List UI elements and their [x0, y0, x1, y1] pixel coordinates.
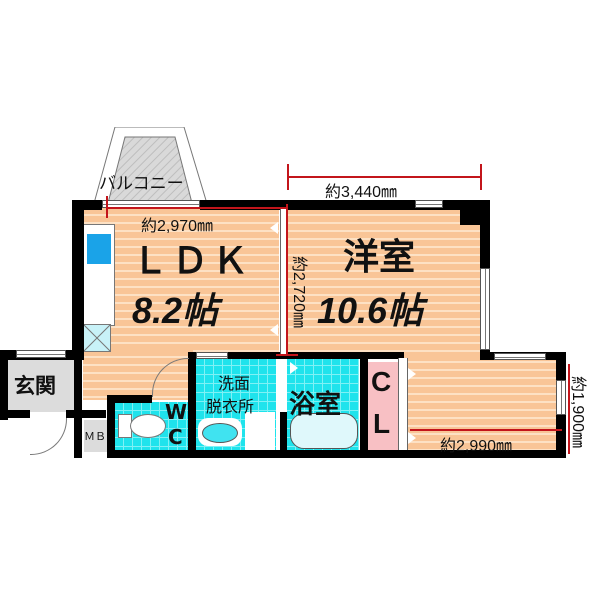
dim-tick: [276, 354, 298, 356]
wall: [72, 200, 102, 210]
bath-door-arrow[interactable]: [290, 362, 298, 374]
wash-basin-icon: [198, 418, 242, 446]
refrigerator-space: [83, 324, 111, 352]
wall: [72, 200, 84, 360]
closet-door-frame: [398, 358, 408, 450]
ldk-sliding-door-arrow[interactable]: [270, 222, 278, 234]
meter-box-label: ＭＢ: [84, 430, 106, 443]
wall: [0, 350, 8, 420]
ldk-floor: [83, 208, 279, 353]
washroom-label-line2: 脱衣所: [206, 397, 255, 416]
entrance-label: 玄関: [14, 374, 56, 398]
kitchen-sink-icon: [87, 234, 111, 264]
wall: [107, 395, 115, 458]
wall: [280, 412, 287, 458]
balcony-shape: [93, 127, 209, 208]
balcony-label: バルコニー: [99, 174, 184, 194]
extension-depth-dimension: 約1,900㎜: [569, 375, 586, 449]
wall: [66, 410, 106, 418]
dim-line-extension-width: [410, 429, 562, 431]
closet-door-arrow[interactable]: [408, 432, 416, 444]
wall: [0, 410, 30, 418]
closet-door-arrow[interactable]: [408, 368, 416, 380]
entrance-window: [16, 350, 66, 358]
dim-line-western-depth: [286, 204, 288, 356]
washer-space: [245, 412, 275, 450]
bathroom-label: 浴室: [289, 390, 342, 420]
wall: [188, 352, 196, 458]
dim-tick: [106, 196, 108, 218]
closet-label-c: C: [371, 366, 392, 397]
entrance-door[interactable]: [30, 418, 67, 455]
western-extension-floor: [400, 355, 560, 450]
dim-tick: [287, 164, 289, 190]
wall: [228, 352, 404, 359]
ldk-area: 8.2帖: [132, 290, 219, 331]
closet-floor: [368, 362, 398, 450]
wall: [200, 200, 485, 210]
western-side-window: [480, 268, 490, 350]
toilet-label-w: W: [165, 400, 188, 424]
western-top-window: [415, 200, 443, 208]
meter-box-floor: [84, 420, 108, 452]
dim-line-western-width: [287, 176, 481, 178]
wall: [360, 352, 368, 458]
extension-side-window: [556, 380, 566, 415]
western-area: 10.6帖: [317, 290, 424, 331]
western-label: 洋室: [343, 237, 416, 278]
western-depth-dimension: 約2,720㎜: [290, 255, 307, 329]
washroom-label-line1: 洗面: [218, 374, 251, 393]
extension-width-dimension: 約2,990㎜: [440, 438, 513, 455]
ldk-width-dimension: 約2,970㎜: [141, 218, 214, 235]
wall: [74, 350, 82, 458]
dim-tick: [480, 164, 482, 190]
dim-line-extension-depth: [568, 364, 570, 454]
wall: [107, 450, 566, 458]
wall: [107, 395, 152, 403]
bathtub-icon: [290, 413, 358, 449]
extension-top-window: [494, 353, 546, 360]
western-floor: [287, 208, 485, 356]
western-width-dimension: 約3,440㎜: [325, 184, 398, 201]
dim-line-ldk-width: [106, 207, 286, 209]
ldk-sliding-door-arrow[interactable]: [270, 324, 278, 336]
closet-label-l: L: [373, 408, 391, 439]
toilet-fixture-icon: [118, 412, 166, 438]
toilet-label-c: C: [168, 425, 183, 449]
entrance-floor: [8, 358, 74, 412]
washroom-window: [196, 352, 228, 359]
ldk-label: ＬＤＫ: [132, 241, 253, 282]
